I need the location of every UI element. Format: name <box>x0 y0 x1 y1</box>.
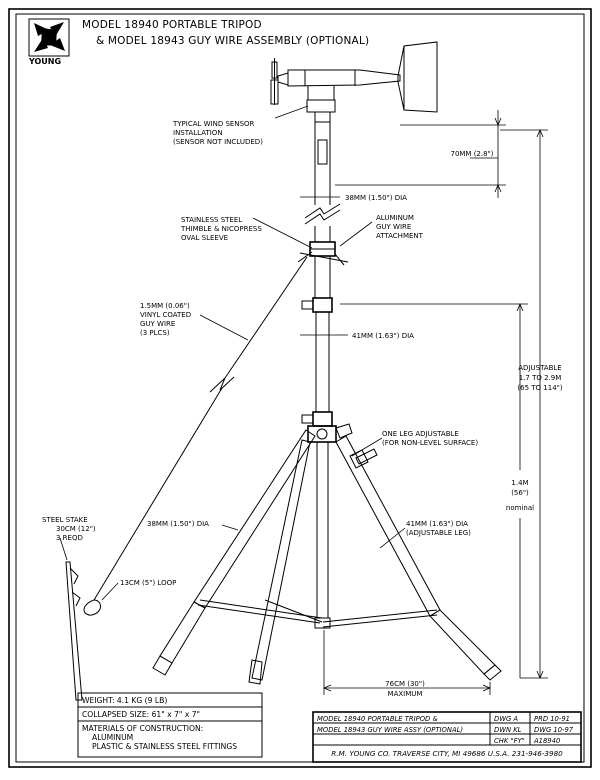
label-guy-att-2: GUY WIRE <box>376 223 411 231</box>
outer-frame <box>8 8 592 768</box>
tb-company: R.M. YOUNG CO. TRAVERSE CITY, MI 49686 U… <box>331 749 563 758</box>
spec-materials-2: ALUMINUM <box>92 733 133 742</box>
label-sensor-1: TYPICAL WIND SENSOR <box>172 120 255 128</box>
tb-row3-code: CHK "FY" <box>494 737 525 745</box>
young-logo-icon <box>28 18 70 57</box>
label-width-2: MAXIMUM <box>388 690 423 698</box>
label-thimble-2: THIMBLE & NICOPRESS <box>180 225 262 233</box>
label-thimble-3: OVAL SLEEVE <box>181 234 228 242</box>
title-block <box>312 711 582 763</box>
label-wire-4: (3 PLCS) <box>140 329 170 337</box>
label-leg-right-2: (ADJUSTABLE LEG) <box>406 529 471 537</box>
tb-row2-date: DWG 10-97 <box>534 726 574 734</box>
spec-weight: WEIGHT: 4.1 KG (9 LB) <box>82 696 167 705</box>
guy-wire <box>83 256 308 616</box>
tb-row1-date: PRD 10-91 <box>534 715 570 723</box>
label-sensor-3: (SENSOR NOT INCLUDED) <box>173 138 263 146</box>
label-height-1: 1.4M <box>511 479 528 487</box>
label-leg-adj-1: ONE LEG ADJUSTABLE <box>382 430 459 438</box>
title-line-1: MODEL 18940 PORTABLE TRIPOD <box>82 19 262 31</box>
label-70mm: 70MM (2.8") <box>450 150 493 158</box>
label-guy-att-1: ALUMINUM <box>376 214 414 222</box>
steel-stake <box>65 561 83 701</box>
tb-row2-desc: MODEL 18943 GUY WIRE ASSY (OPTIONAL) <box>317 726 463 734</box>
label-adj-1: ADJUSTABLE <box>518 364 561 372</box>
label-adj-3: (65 TO 114") <box>517 384 562 392</box>
inner-frame <box>15 13 585 763</box>
tb-row3-date: A18940 <box>533 737 560 745</box>
mast <box>297 112 353 629</box>
label-loop: 13CM (5") LOOP <box>120 579 176 587</box>
label-wire-3: GUY WIRE <box>140 320 175 328</box>
label-wire-1: 1.5MM (0.06") <box>140 302 190 310</box>
spec-materials-3: PLASTIC & STAINLESS STEEL FITTINGS <box>92 742 237 751</box>
tb-row1-desc: MODEL 18940 PORTABLE TRIPOD & <box>317 715 438 723</box>
label-thimble-1: STAINLESS STEEL <box>181 216 242 224</box>
label-sensor-2: INSTALLATION <box>173 129 223 137</box>
label-stake-1: STEEL STAKE <box>42 516 88 524</box>
label-wire-2: VINYL COATED <box>140 311 191 319</box>
logo-text: YOUNG <box>28 57 61 66</box>
dim-70mm <box>335 110 506 198</box>
label-leg-left: 38MM (1.50") DIA <box>147 520 209 528</box>
label-leg-adj-2: (FOR NON-LEVEL SURFACE) <box>382 439 478 447</box>
label-guy-att-3: ATTACHMENT <box>376 232 424 240</box>
label-mast-lower: 41MM (1.63") DIA <box>352 332 414 340</box>
dim-width <box>322 630 492 695</box>
label-mast-upper: 38MM (1.50") DIA <box>345 194 407 202</box>
label-stake-3: 3 REQD <box>56 534 83 542</box>
label-adj-2: 1.7 TO 2.9M <box>519 374 562 382</box>
spec-collapsed: COLLAPSED SIZE: 61" x 7" x 7" <box>82 710 200 719</box>
label-stake-2: 30CM (12") <box>56 525 96 533</box>
label-leg-right-1: 41MM (1.63") DIA <box>406 520 468 528</box>
label-width-1: 76CM (30") <box>385 680 425 688</box>
label-height-3: nominal <box>506 504 534 512</box>
title-line-2: & MODEL 18943 GUY WIRE ASSEMBLY (OPTIONA… <box>96 35 369 47</box>
tb-row2-code: DWN KL <box>494 726 522 734</box>
dim-adjustable <box>500 128 548 680</box>
label-height-2: (56") <box>511 489 529 497</box>
tripod-legs <box>152 429 502 685</box>
spec-materials-1: MATERIALS OF CONSTRUCTION: <box>82 724 203 733</box>
spec-box <box>77 692 263 758</box>
wind-sensor <box>270 41 438 113</box>
dim-nominal <box>340 302 528 678</box>
tb-row1-code: DWG A <box>494 715 518 723</box>
